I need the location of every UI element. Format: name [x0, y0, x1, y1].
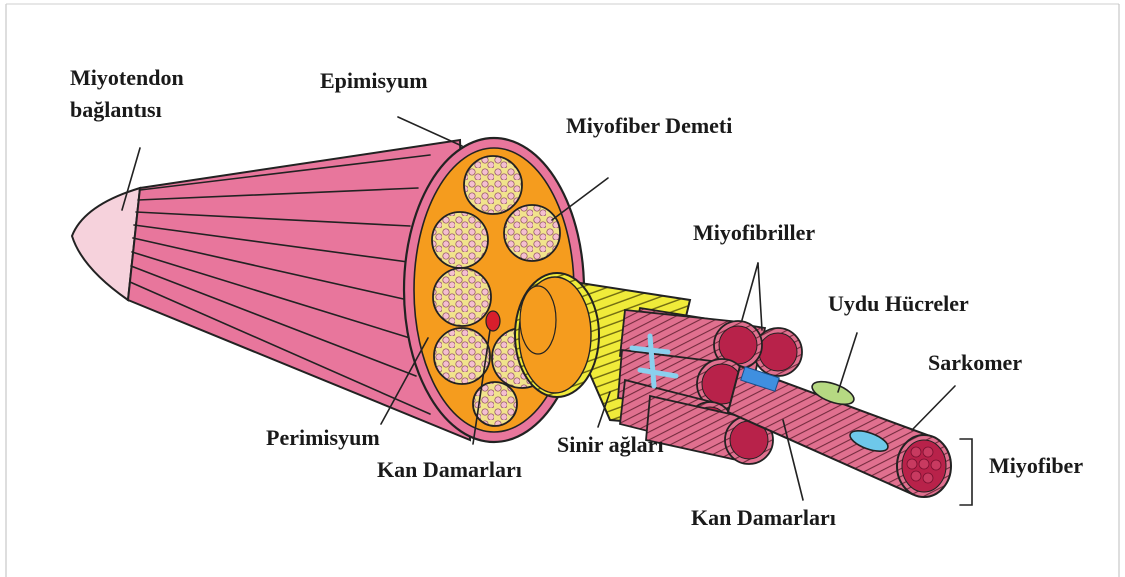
label-satellite-cells: Uydu Hücreler [828, 291, 969, 316]
label-sarcomere: Sarkomer [928, 350, 1022, 375]
label-myotendon-line2: bağlantısı [70, 97, 162, 122]
label-myofibrils: Miyofibriller [693, 220, 815, 245]
label-myofiber: Miyofiber [989, 453, 1083, 478]
label-blood-vessels-right: Kan Damarları [691, 505, 836, 530]
label-epimysium: Epimisyum [320, 68, 428, 93]
fascicle [464, 156, 522, 214]
blood-vessel [486, 311, 500, 331]
fascicle [504, 205, 560, 261]
label-perimysium: Perimisyum [266, 425, 380, 450]
fascicle [434, 328, 490, 384]
fascicle [432, 212, 488, 268]
label-nerves: Sinir ağları [557, 432, 664, 457]
fascicle [433, 268, 491, 326]
label-fascicle: Miyofiber Demeti [566, 113, 732, 138]
label-myotendon-line1: Miyotendon [70, 65, 184, 90]
label-blood-vessels-left: Kan Damarları [377, 457, 522, 482]
myofiber-bundle [618, 308, 951, 497]
